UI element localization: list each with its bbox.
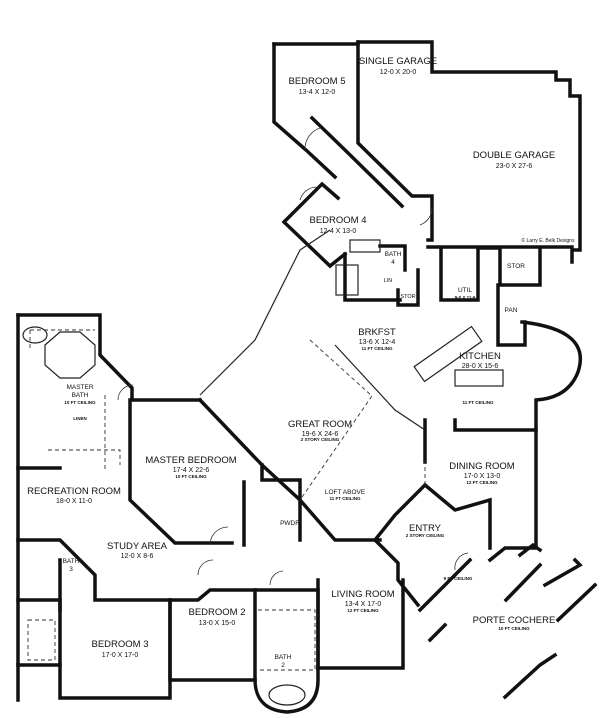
room-name: STUDY AREA bbox=[107, 541, 168, 552]
room-dimensions: 19-6 X 24-6 bbox=[302, 431, 339, 438]
room-name: SINGLE GARAGE bbox=[359, 56, 437, 67]
room-number: 3 bbox=[69, 566, 73, 573]
loft-label: LOFT ABOVE 11 FT CEILING bbox=[325, 489, 366, 501]
stor-hall-label: STOR bbox=[400, 294, 415, 300]
room-ceiling: 2 STORY CEILING bbox=[301, 437, 340, 442]
room-name: BATH bbox=[63, 558, 80, 565]
room-dimensions: 13-0 X 15-0 bbox=[199, 620, 236, 627]
room-name: LIVING ROOM bbox=[331, 589, 394, 600]
room-dimensions: 13-4 X 12-0 bbox=[299, 89, 336, 96]
room-number: 2 bbox=[281, 662, 285, 669]
master-bedroom-label: MASTER BEDROOM 17-4 X 22-6 10 FT CEILING bbox=[145, 455, 236, 479]
room-ceiling: 10 FT CEILING bbox=[498, 626, 530, 631]
room-name: BEDROOM 5 bbox=[288, 76, 345, 87]
room-dimensions: 12-0 X 20-0 bbox=[380, 69, 417, 76]
vestibule-ceiling-label: 9 FT CEILING bbox=[444, 576, 473, 581]
room-dimensions: 17-0 X 17-0 bbox=[102, 652, 139, 659]
single-garage-label: SINGLE GARAGE 12-0 X 20-0 bbox=[359, 56, 437, 76]
room-ceiling: 12 FT CEILING bbox=[466, 480, 498, 485]
room-dimensions: 12-0 X 8-6 bbox=[121, 553, 154, 560]
copyright-text: © Larry E. Belk Designs bbox=[521, 237, 575, 244]
recreation-room-label: RECREATION ROOM 18-0 X 11-0 bbox=[27, 486, 121, 505]
room-name: BEDROOM 2 bbox=[188, 607, 245, 618]
room-name: KITCHEN bbox=[459, 351, 501, 362]
porte-cochere-label: PORTE COCHERE 10 FT CEILING bbox=[473, 615, 556, 631]
room-ceiling: 11 FT CEILING bbox=[361, 346, 393, 351]
room-dimensions: 9-0 X 11-6 bbox=[455, 295, 476, 300]
room-ceiling: 10 FT CEILING bbox=[64, 400, 96, 405]
room-name: BATH bbox=[275, 654, 292, 661]
room-ceiling: 10 FT CEILING bbox=[175, 474, 207, 479]
walls bbox=[16, 40, 598, 714]
room-labels: SINGLE GARAGE 12-0 X 20-0 BEDROOM 5 13-4… bbox=[27, 56, 575, 669]
room-name: DINING ROOM bbox=[449, 461, 515, 472]
room-name: UTIL bbox=[458, 287, 472, 294]
thin-lines bbox=[22, 229, 504, 706]
room-name: BRKFST bbox=[358, 327, 396, 338]
room-name: DOUBLE GARAGE bbox=[473, 150, 555, 161]
room-dimensions: 17-0 X 13-0 bbox=[464, 473, 501, 480]
linen-label: LINEN bbox=[73, 416, 87, 421]
brkfst-label: BRKFST 13-6 X 12-4 11 FT CEILING bbox=[358, 327, 396, 351]
room-number: 4 bbox=[391, 259, 395, 266]
room-ceiling: 2 STORY CEILING bbox=[406, 533, 445, 538]
room-ceiling: 11 FT CEILING bbox=[462, 400, 494, 405]
double-garage-label: DOUBLE GARAGE 23-0 X 27-6 bbox=[473, 150, 555, 170]
study-area-label: STUDY AREA 12-0 X 8-6 bbox=[107, 541, 168, 560]
room-dimensions: 13-6 X 12-4 bbox=[359, 339, 396, 346]
bedroom5-label: BEDROOM 5 13-4 X 12-0 bbox=[288, 76, 345, 96]
room-name: BATH bbox=[385, 251, 402, 258]
doors bbox=[117, 127, 469, 586]
pan-label: PAN bbox=[505, 307, 518, 314]
great-room-label: GREAT ROOM 19-6 X 24-6 2 STORY CEILING bbox=[288, 419, 352, 442]
living-room-label: LIVING ROOM 13-4 X 17-0 12 FT CEILING bbox=[331, 589, 394, 613]
room-name-2: BATH bbox=[72, 392, 89, 399]
bath2-label: BATH 2 bbox=[275, 654, 292, 669]
kitchen-label: KITCHEN 28-0 X 15-6 11 FT CEILING bbox=[459, 351, 501, 405]
room-dimensions: 17-4 X 22-6 bbox=[173, 467, 210, 474]
util-label: UTIL 9-0 X 11-6 bbox=[455, 287, 476, 300]
room-name: MASTER BEDROOM bbox=[145, 455, 236, 466]
room-name: ENTRY bbox=[409, 523, 442, 534]
room-name: MASTER bbox=[66, 384, 93, 391]
room-dimensions: 18-0 X 11-0 bbox=[56, 498, 92, 505]
room-name: PORTE COCHERE bbox=[473, 615, 556, 626]
room-dimensions: 12-4 X 13-0 bbox=[320, 228, 357, 235]
entry-label: ENTRY 2 STORY CEILING bbox=[406, 523, 445, 538]
stor-garage-label: STOR bbox=[507, 263, 525, 270]
room-dimensions: 28-0 X 15-6 bbox=[462, 363, 499, 370]
room-name: RECREATION ROOM bbox=[27, 486, 121, 497]
bath3-label: BATH 3 bbox=[63, 558, 80, 573]
room-name: GREAT ROOM bbox=[288, 419, 352, 430]
dining-room-label: DINING ROOM 17-0 X 13-0 12 FT CEILING bbox=[449, 461, 515, 485]
bath4-label: BATH 4 bbox=[385, 251, 402, 266]
lin-label: LIN bbox=[384, 278, 393, 284]
room-name: BEDROOM 3 bbox=[91, 639, 148, 650]
room-name: BEDROOM 4 bbox=[309, 215, 366, 226]
bedroom4-label: BEDROOM 4 12-4 X 13-0 bbox=[309, 215, 366, 235]
bedroom3-label: BEDROOM 3 17-0 X 17-0 bbox=[91, 639, 148, 659]
room-ceiling: 12 FT CEILING bbox=[347, 608, 379, 613]
pwdr-label: PWDR bbox=[280, 520, 300, 527]
room-dimensions: 23-0 X 27-6 bbox=[496, 163, 533, 170]
room-dimensions: 13-4 X 17-0 bbox=[345, 601, 382, 608]
room-name: LOFT ABOVE bbox=[325, 489, 366, 496]
room-ceiling: 11 FT CEILING bbox=[329, 496, 361, 501]
bedroom2-label: BEDROOM 2 13-0 X 15-0 bbox=[188, 607, 245, 627]
master-bath-label: MASTER BATH 10 FT CEILING bbox=[64, 384, 96, 405]
